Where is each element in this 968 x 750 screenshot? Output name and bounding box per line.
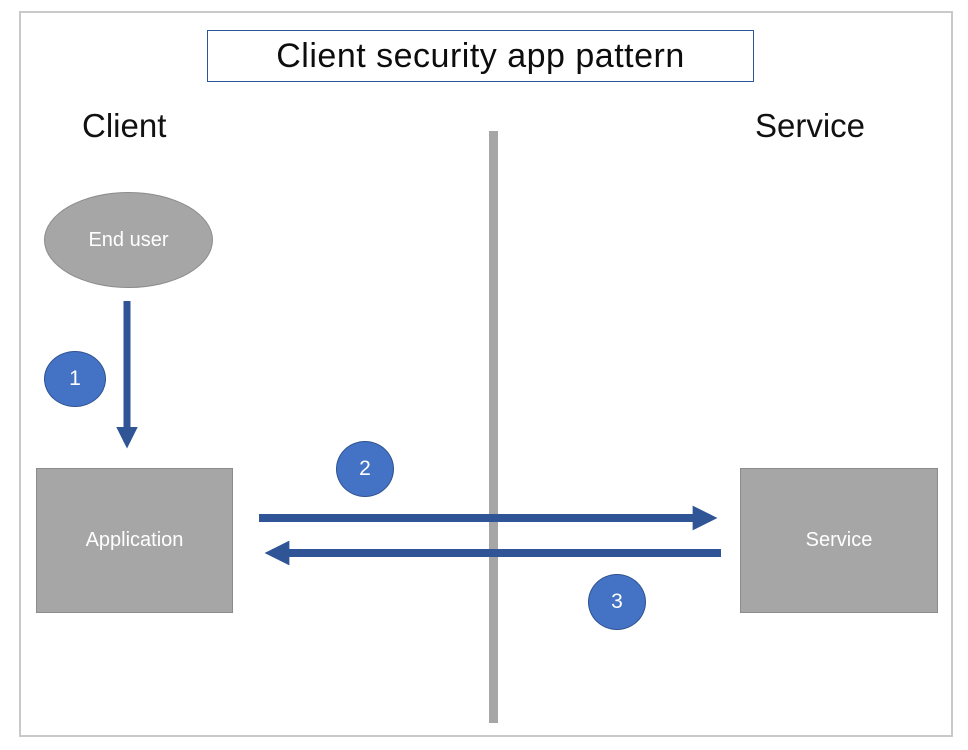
step-badge-2: 2: [336, 441, 394, 497]
application-node: Application: [36, 468, 233, 613]
application-label: Application: [85, 529, 184, 551]
step-badge-3: 3: [588, 574, 646, 630]
end-user-node: End user: [44, 192, 213, 288]
service-section-heading: Service: [755, 107, 866, 144]
service-label: Service: [805, 529, 873, 551]
client-section-heading: Client: [82, 107, 167, 144]
step-badge-3-label: 3: [611, 590, 623, 613]
step-badge-1-label: 1: [69, 367, 81, 390]
diagram-title: Client security app pattern: [276, 36, 685, 75]
end-user-label: End user: [88, 228, 169, 251]
diagram-title-box: Client security app pattern: [207, 30, 754, 82]
step-badge-2-label: 2: [359, 457, 371, 480]
page-frame: [19, 11, 953, 737]
client-service-divider: [489, 131, 498, 723]
service-node: Service: [740, 468, 938, 613]
step-badge-1: 1: [44, 351, 106, 407]
